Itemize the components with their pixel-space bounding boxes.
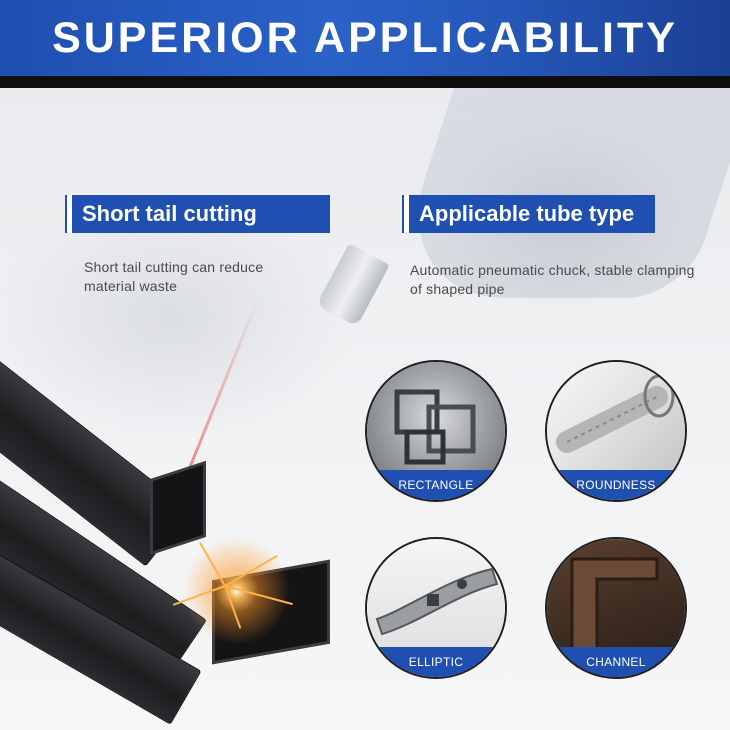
tube-type-rectangle: RECTANGLE bbox=[365, 360, 507, 502]
tube-type-channel: CHANNEL bbox=[545, 537, 687, 679]
tube-type-label: CHANNEL bbox=[547, 647, 685, 677]
tube-type-elliptic: ELLIPTIC bbox=[365, 537, 507, 679]
header-divider bbox=[0, 76, 730, 88]
tube-type-roundness: ROUNDNESS bbox=[545, 360, 687, 502]
page-title: SUPERIOR APPLICABILITY bbox=[52, 13, 678, 62]
feature-description-tube-type: Automatic pneumatic chuck, stable clampi… bbox=[410, 262, 695, 297]
tube-type-label: ROUNDNESS bbox=[547, 470, 685, 500]
feature-title-short-tail: Short tail cutting bbox=[67, 195, 330, 233]
feature-title-tube-type: Applicable tube type bbox=[404, 195, 655, 233]
feature-title-text: Applicable tube type bbox=[419, 201, 635, 226]
feature-title-text: Short tail cutting bbox=[82, 201, 257, 226]
tube-type-label: RECTANGLE bbox=[367, 470, 505, 500]
header-banner: SUPERIOR APPLICABILITY bbox=[0, 0, 730, 76]
tube-type-label: ELLIPTIC bbox=[367, 647, 505, 677]
steel-tubes-image bbox=[0, 320, 340, 725]
feature-description-short-tail: Short tail cutting can reduce material w… bbox=[84, 259, 264, 294]
sparks-glow bbox=[165, 525, 295, 645]
